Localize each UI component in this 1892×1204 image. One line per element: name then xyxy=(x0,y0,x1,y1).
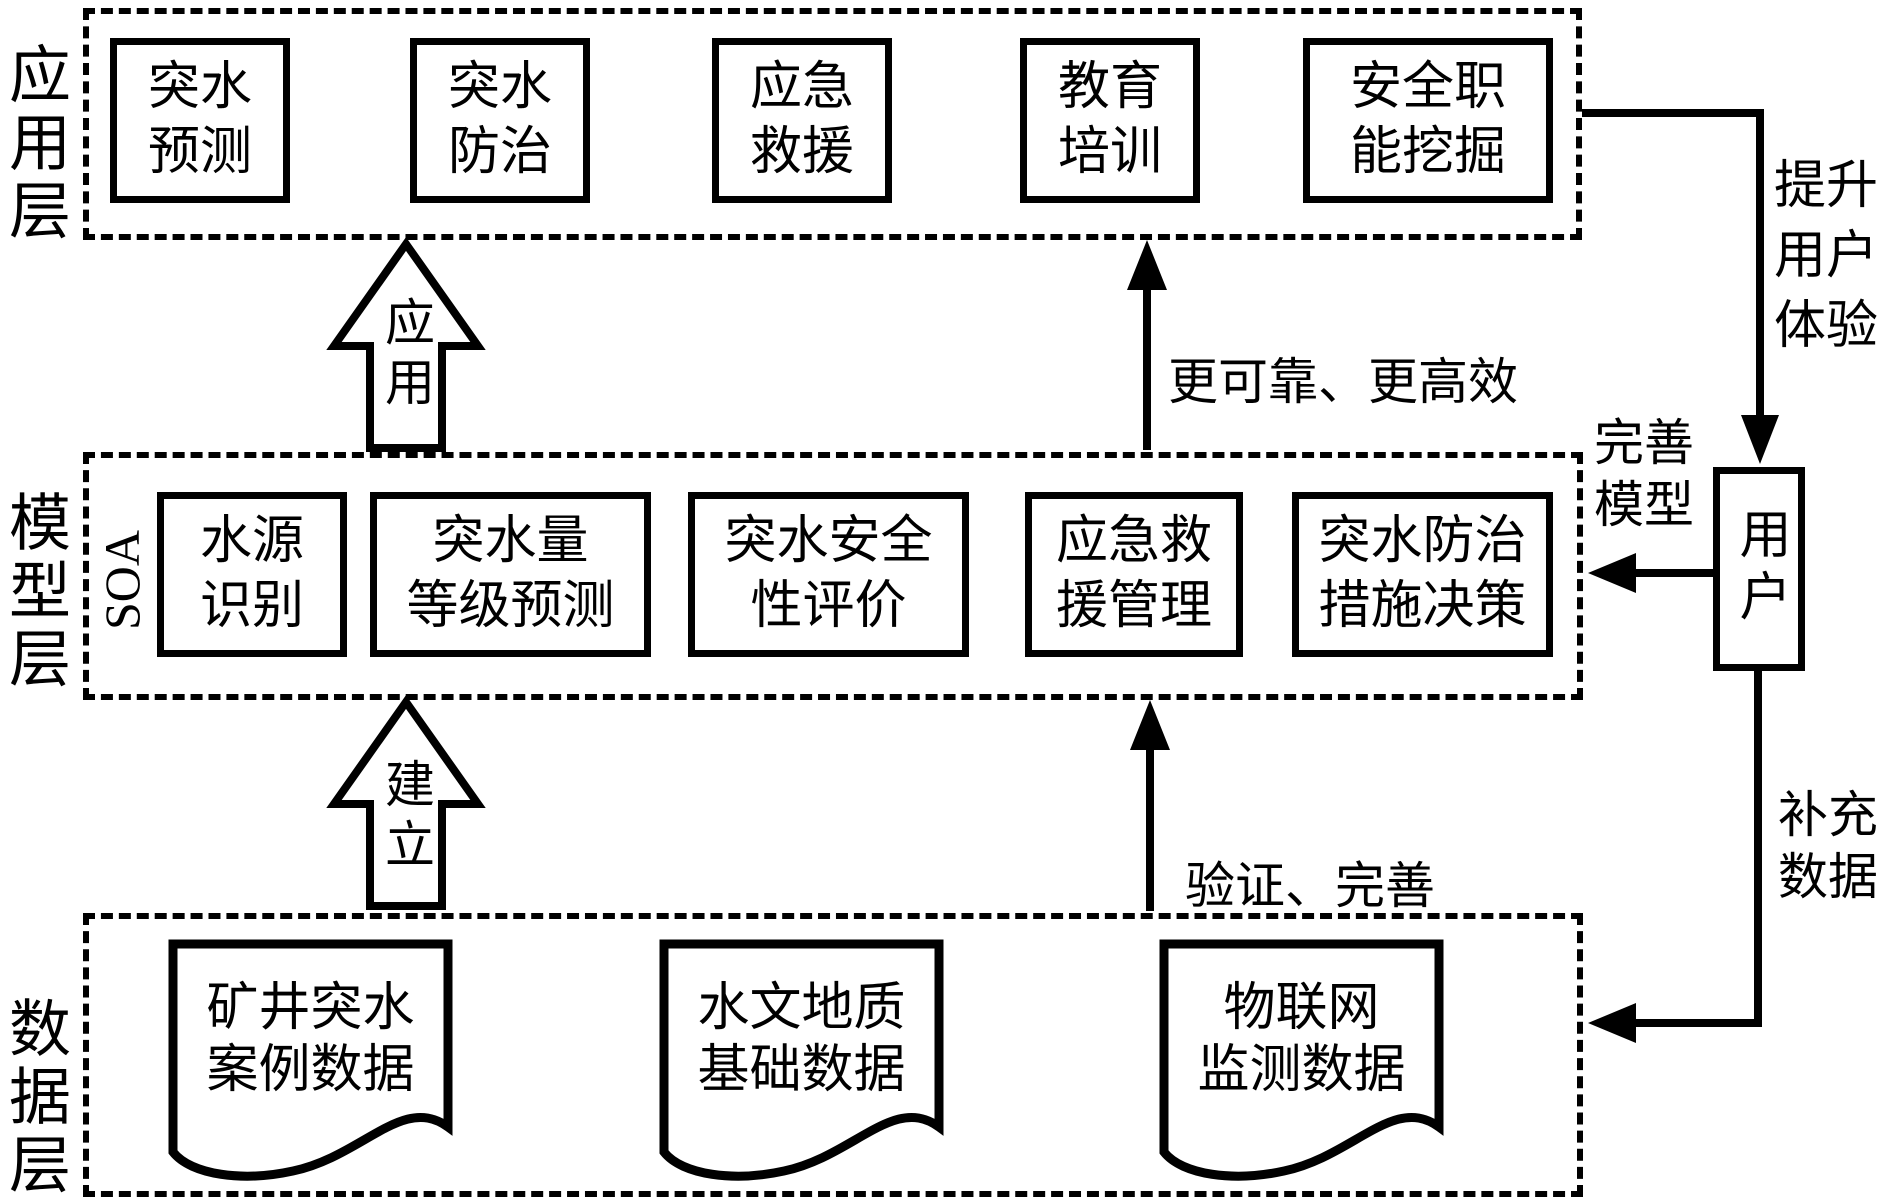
box-water-inrush-prediction: 突水 预测 xyxy=(110,38,290,203)
doc-hydrogeology-label: 水文地质 基础数据 xyxy=(697,980,906,1099)
build-arrow-label: 建立 xyxy=(378,758,434,878)
box-inrush-prevention-decision: 突水防治 措施决策 xyxy=(1292,492,1553,657)
box-inrush-prevention-decision-label: 突水防治 措施决策 xyxy=(1318,513,1527,635)
box-inrush-volume-grade-prediction: 突水量 等级预测 xyxy=(370,492,651,657)
doc-iot-monitoring-label: 物联网 监测数据 xyxy=(1197,980,1406,1099)
apply-block-arrow-icon xyxy=(326,237,486,452)
user-to-data-arrowhead-icon xyxy=(1588,1003,1636,1043)
box-safety-function-mining-label: 安全职 能挖掘 xyxy=(1349,59,1506,181)
note-supplement-data: 补充 数据 xyxy=(1778,787,1878,905)
box-water-source-identification: 水源 识别 xyxy=(157,492,347,657)
box-emergency-rescue-management: 应急救 援管理 xyxy=(1025,492,1243,657)
box-education-training-label: 教育 培训 xyxy=(1057,59,1162,181)
data-layer-label: 数据层 xyxy=(0,996,67,1200)
doc-mine-inrush-cases-label: 矿井突水 案例数据 xyxy=(206,980,415,1099)
box-emergency-rescue: 应急 救援 xyxy=(712,38,892,203)
box-inrush-volume-grade-prediction-label: 突水量 等级预测 xyxy=(406,513,615,635)
data-to-model-arrowhead-icon xyxy=(1130,700,1170,750)
apply-arrow-label: 应用 xyxy=(378,296,434,416)
user-to-model-arrowhead-icon xyxy=(1588,553,1636,593)
soa-tag: SOA xyxy=(94,529,150,631)
app-to-user-connector xyxy=(1582,109,1764,424)
box-emergency-rescue-management-label: 应急救 援管理 xyxy=(1055,513,1212,635)
box-inrush-safety-evaluation: 突水安全 性评价 xyxy=(688,492,969,657)
box-water-inrush-prevention: 突水 防治 xyxy=(410,38,590,203)
box-water-inrush-prevention-label: 突水 防治 xyxy=(447,59,552,181)
note-verify-improve: 验证、完善 xyxy=(1185,858,1435,914)
doc-iot-monitoring-shape xyxy=(1159,939,1444,1181)
note-more-reliable-efficient: 更可靠、更高效 xyxy=(1168,354,1518,410)
box-safety-function-mining: 安全职 能挖掘 xyxy=(1303,38,1553,203)
application-layer-frame xyxy=(83,8,1582,240)
note-refine-model: 完善 模型 xyxy=(1594,415,1694,533)
user-box-label: 用户 xyxy=(1731,507,1788,631)
box-water-source-identification-label: 水源 识别 xyxy=(199,513,304,635)
box-education-training: 教育 培训 xyxy=(1020,38,1200,203)
box-inrush-safety-evaluation-label: 突水安全 性评价 xyxy=(724,513,933,635)
box-water-inrush-prediction-label: 突水 预测 xyxy=(147,59,252,181)
model-layer-frame xyxy=(83,452,1583,700)
app-to-user-arrowhead-icon xyxy=(1741,415,1779,464)
data-layer-frame xyxy=(83,913,1583,1197)
application-layer-label: 应用层 xyxy=(0,42,67,246)
build-block-arrow-icon xyxy=(326,695,486,910)
note-improve-user-experience: 提升 用户 体验 xyxy=(1773,158,1878,355)
doc-mine-inrush-cases-shape xyxy=(168,939,453,1181)
model-to-app-arrowhead-icon xyxy=(1127,240,1167,290)
doc-hydrogeology-shape xyxy=(659,939,944,1181)
box-emergency-rescue-label: 应急 救援 xyxy=(749,59,854,181)
model-layer-label: 模型层 xyxy=(0,490,67,694)
user-to-data-connector xyxy=(1632,670,1762,1027)
user-box: 用户 xyxy=(1713,467,1805,671)
